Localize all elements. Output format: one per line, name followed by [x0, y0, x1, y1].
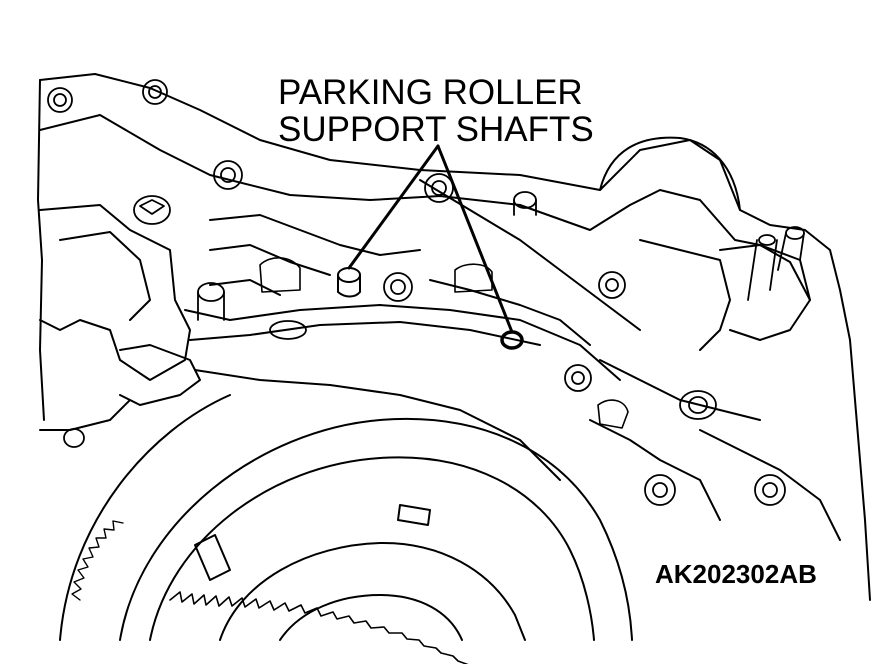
rib-7 [639, 239, 731, 351]
right-housing-dome [599, 136, 741, 211]
callout-line-2: SUPPORT SHAFTS [278, 110, 594, 149]
rib-3 [209, 279, 281, 296]
parking-roller-callout: PARKING ROLLER SUPPORT SHAFTS [278, 74, 594, 148]
rib-1 [209, 214, 421, 256]
rib-8 [699, 429, 841, 541]
left-gear-ring [59, 394, 231, 641]
gear-outer-rim [119, 418, 633, 641]
rib-6 [599, 359, 761, 421]
left-gear-teeth [71, 520, 124, 601]
rib-4 [419, 179, 641, 331]
gear-inner-rim [149, 456, 595, 641]
support-shaft-1 [337, 267, 361, 298]
bolt-holes [47, 79, 786, 506]
pawl-strap [194, 369, 561, 481]
callout-line-1: PARKING ROLLER [278, 73, 583, 112]
gear-hub-inner [279, 594, 463, 641]
gear-slot-1 [194, 534, 231, 581]
case-outline [39, 73, 871, 601]
figure-id-label: AK202302AB [655, 559, 817, 589]
rib-5 [429, 279, 591, 346]
rib-2 [209, 244, 331, 276]
pockets [259, 257, 629, 429]
left-housing [39, 204, 191, 381]
case-left-edge [37, 79, 45, 421]
case-inner-edge [39, 114, 811, 301]
gear-hub-ring [219, 541, 526, 641]
gear-teeth [169, 591, 469, 664]
leader-line-1 [347, 144, 440, 270]
pawl-arm-lower [189, 321, 541, 346]
left-housing-inner [59, 231, 151, 321]
left-bracket [119, 344, 201, 406]
studs [63, 191, 805, 448]
gear-slot-2 [397, 504, 431, 526]
right-bracket [719, 244, 811, 341]
rib-9 [589, 419, 721, 521]
leader-line-2 [436, 144, 514, 334]
case-lower-left [39, 399, 131, 431]
pawl-arm [184, 304, 621, 381]
